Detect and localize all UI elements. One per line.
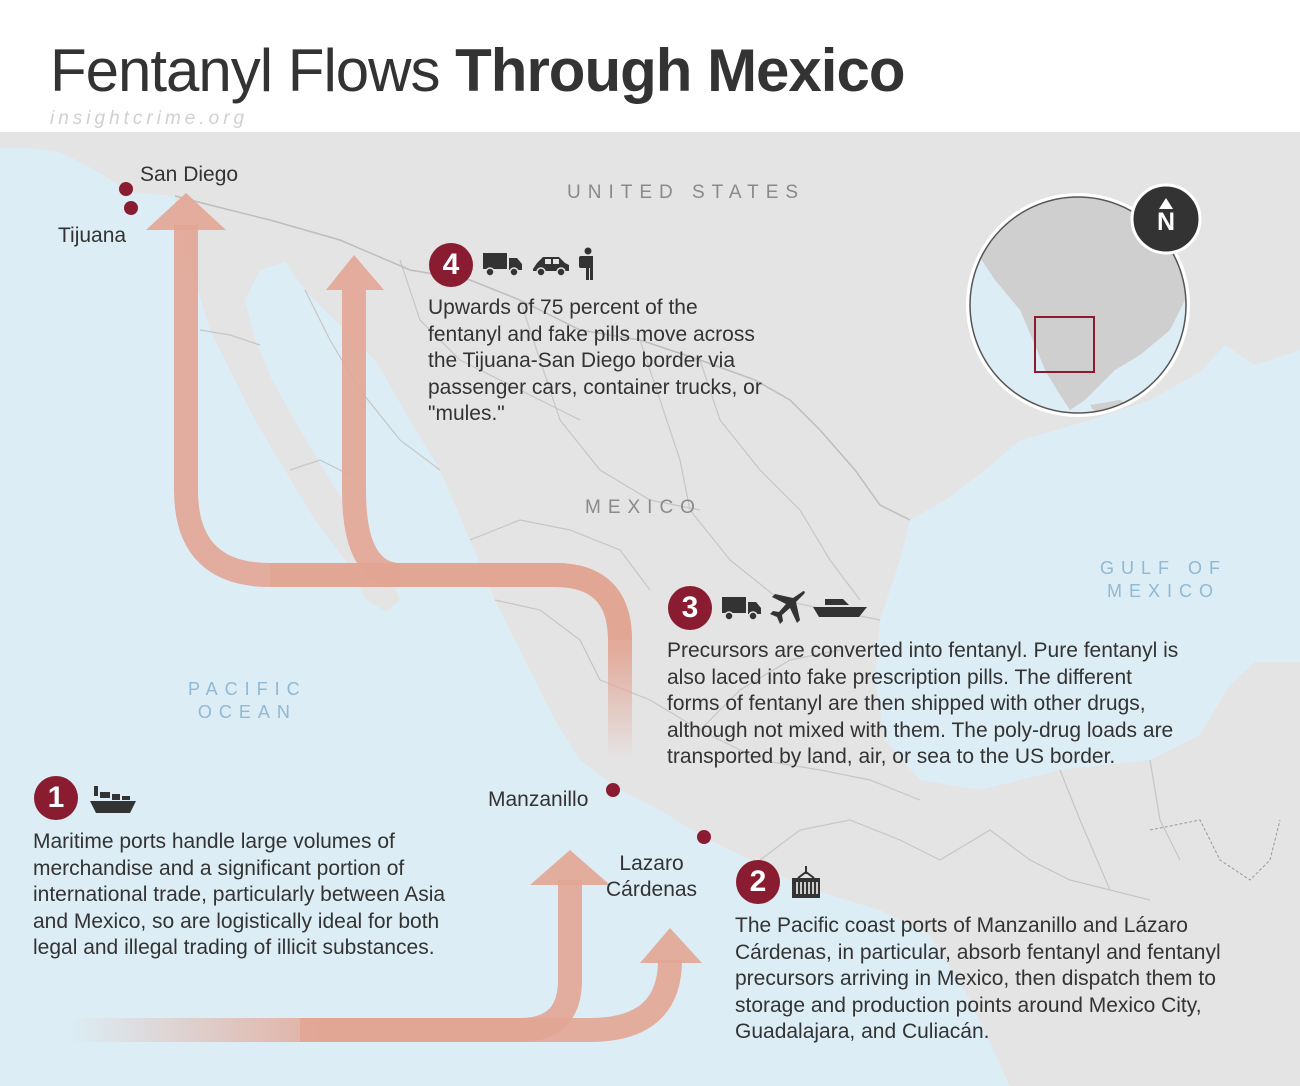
usa-landmass [0, 132, 1300, 520]
compass [1130, 183, 1202, 255]
globe-north-america [975, 197, 1186, 410]
arrowhead-lazaro [640, 928, 702, 963]
arrowhead-manzanillo [530, 850, 610, 885]
boat-icon [813, 599, 867, 617]
gulf-of-mexico-label: GULF OF MEXICO [1100, 558, 1228, 601]
title-light: Fentanyl Flows [50, 37, 440, 104]
backpack-person-icon [579, 247, 593, 280]
cargo-ship-icon [90, 786, 136, 813]
tijuana-marker [124, 201, 138, 215]
san-diego-label: San Diego [140, 163, 239, 186]
san-diego-marker [119, 182, 133, 196]
source-credit: insightcrime.org [50, 108, 249, 129]
state-borders [199, 259, 1181, 901]
airplane-icon [770, 591, 805, 624]
page-title: Fentanyl Flows Through Mexico [50, 36, 906, 105]
mexico-label: MEXICO [585, 497, 702, 518]
mexico-landmass [175, 196, 1300, 1086]
car-icon [533, 257, 569, 277]
arrow-trunk [270, 563, 632, 641]
usa-label: UNITED STATES [567, 182, 806, 203]
step-2-badge: 2 [736, 860, 780, 904]
central-america-landmass [1150, 662, 1300, 1086]
manzanillo-label: Manzanillo [488, 788, 589, 811]
arrowhead-border [326, 255, 384, 290]
step-4-badge: 4 [429, 243, 473, 287]
arrow-maritime-lazaro [300, 959, 682, 1042]
step-1-text: Maritime ports handle large volumes of m… [33, 830, 446, 959]
us-mexico-border [174, 195, 911, 521]
lazaro-cardenas-label: Lazaro Cárdenas [606, 852, 698, 901]
pacific-ocean-label: PACIFIC OCEAN [188, 679, 307, 722]
step-2-text: The Pacific coast ports of Manzanillo an… [735, 914, 1221, 1043]
header-band [0, 0, 1300, 140]
lazaro-cardenas-marker [697, 830, 711, 844]
truck-icon [722, 597, 761, 621]
title-bold: Through Mexico [455, 37, 905, 104]
step-3-badge: 3 [668, 586, 712, 630]
mexico-guatemala-border [1149, 819, 1281, 881]
step-3-text: Precursors are converted into fentanyl. … [667, 639, 1179, 768]
compass-letter: N [1156, 208, 1176, 236]
truck-icon [483, 253, 522, 277]
globe-mexico-highlight [1034, 316, 1095, 373]
step-1-badge: 1 [34, 776, 78, 820]
manzanillo-marker [606, 783, 620, 797]
arrowhead-sandiego [146, 193, 226, 230]
step-4-text: Upwards of 75 percent of the fentanyl an… [428, 296, 762, 425]
tijuana-label: Tijuana [58, 224, 127, 247]
shipping-container-icon [792, 866, 820, 898]
flow-arrows [70, 193, 702, 1042]
north-arrow-icon [1159, 198, 1173, 209]
